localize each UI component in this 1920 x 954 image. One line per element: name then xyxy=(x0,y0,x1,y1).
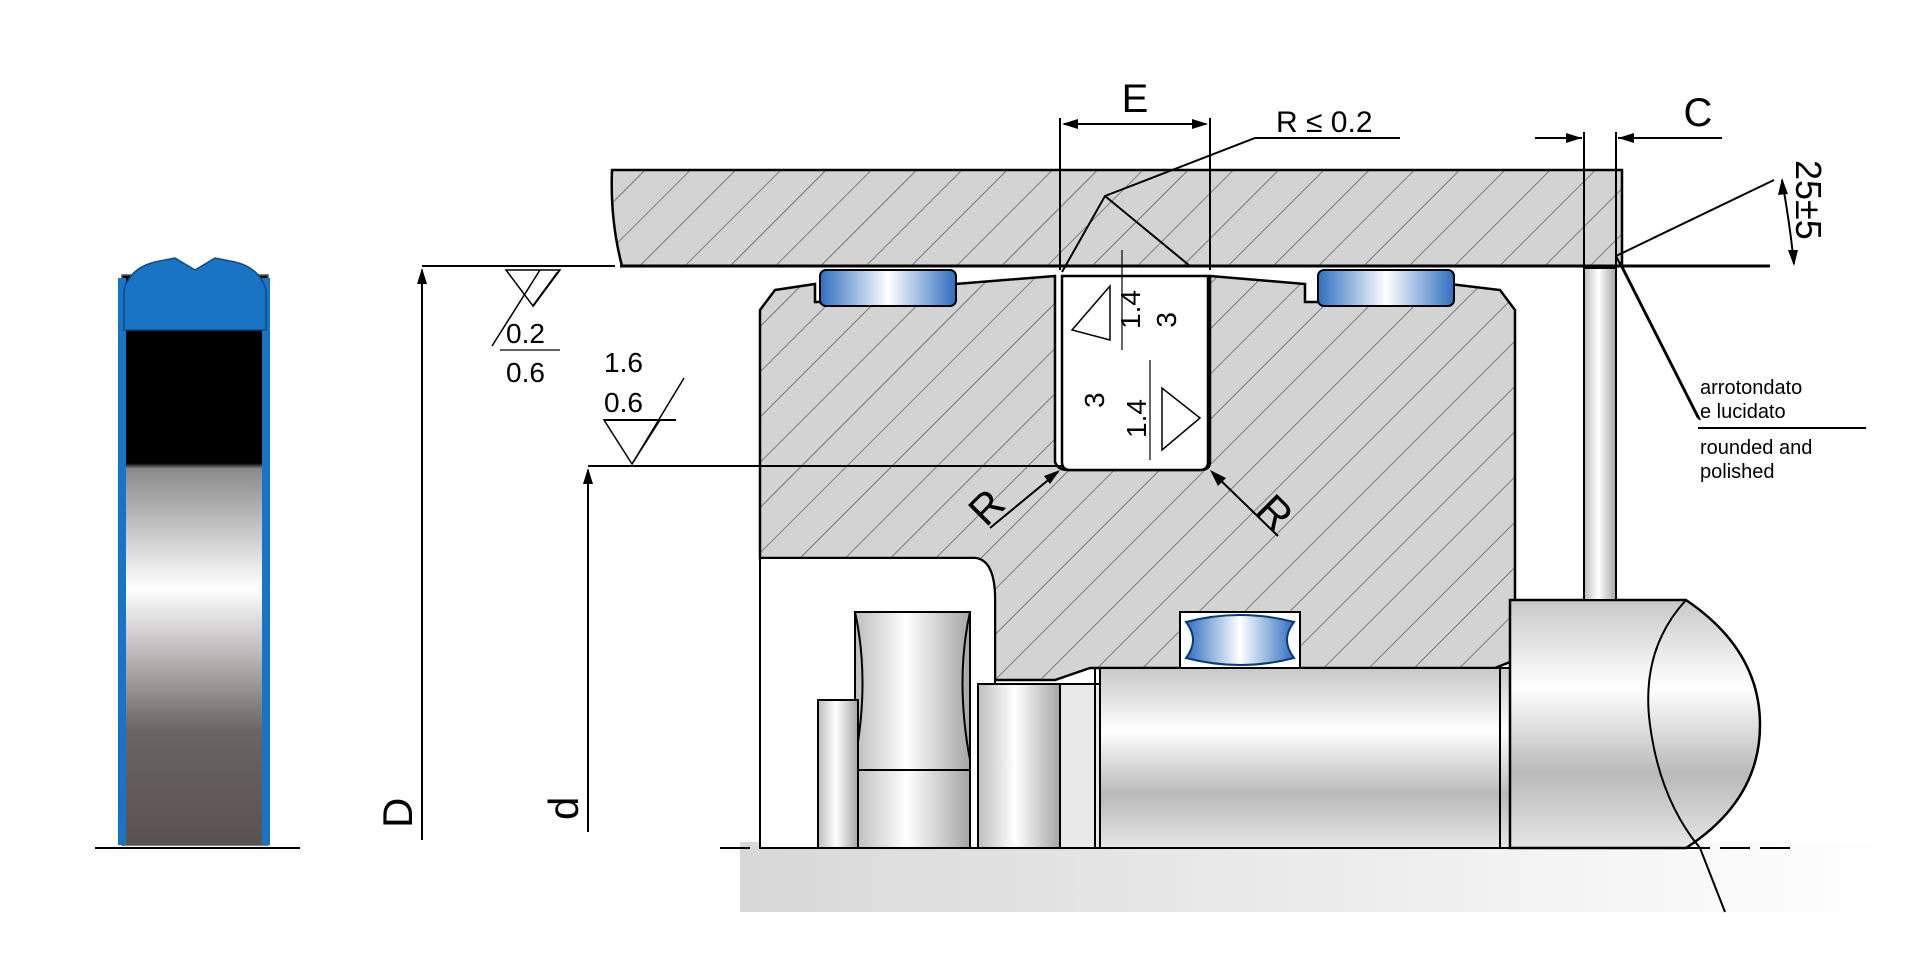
bore-housing xyxy=(610,168,1624,268)
dim-C: C xyxy=(1684,91,1713,135)
note-en-line1: rounded and xyxy=(1700,437,1812,459)
guide-ring-right xyxy=(1317,269,1455,307)
note-it-line2: e lucidato xyxy=(1700,401,1786,423)
note-it-line1: arrotondato xyxy=(1700,377,1802,399)
roughness-groove-lower-b: 1.4 xyxy=(1121,399,1152,438)
inner-o-ring xyxy=(1184,614,1296,666)
rod-end xyxy=(1508,598,1762,850)
dim-radius-limit: R ≤ 0.2 xyxy=(1276,106,1373,139)
dim-D: D xyxy=(374,798,421,828)
base-bar xyxy=(740,842,1890,912)
roughness-groove-lower-a: 3 xyxy=(1079,392,1110,408)
ring-body xyxy=(121,274,269,846)
roughness-groove-upper-a: 1.4 xyxy=(1115,290,1146,329)
seal-lip xyxy=(123,257,267,331)
dim-E: E xyxy=(1122,77,1149,121)
guide-ring-left xyxy=(819,269,957,307)
roughness-groove-upper-b: 3 xyxy=(1151,312,1182,328)
roughness-rod-top: 1.6 xyxy=(604,347,643,378)
dim-d: d xyxy=(540,797,587,820)
seal-side-view xyxy=(95,257,300,849)
roughness-rod-bottom: 0.6 xyxy=(604,387,643,418)
note-en-line2: polished xyxy=(1700,461,1775,483)
roughness-bore-bottom: 0.6 xyxy=(506,357,545,388)
piston-rod xyxy=(1099,667,1511,849)
nut xyxy=(854,611,971,849)
seal-groove xyxy=(1060,274,1210,472)
dim-angle: 25±5 xyxy=(1788,160,1829,240)
vertical-pin xyxy=(1583,267,1617,601)
roughness-bore-top: 0.2 xyxy=(506,318,545,349)
